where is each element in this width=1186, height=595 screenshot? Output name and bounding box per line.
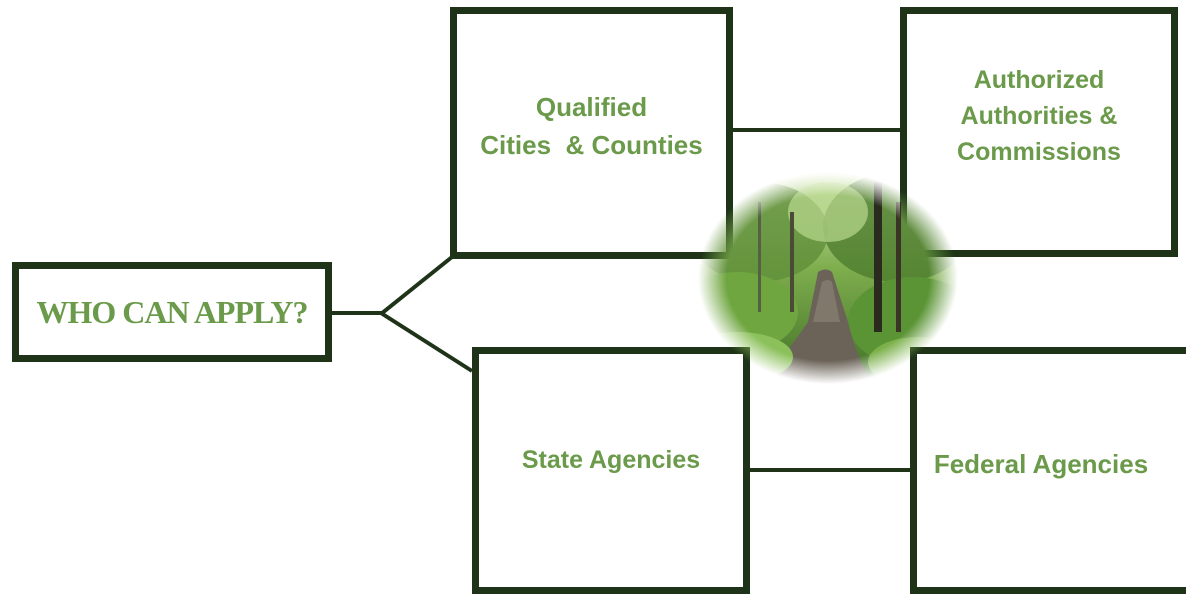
authorized-line-3: Commissions — [957, 138, 1121, 167]
connector-root-to-state — [379, 311, 474, 373]
authorized-line-2: Authorities & — [960, 101, 1118, 130]
state-agencies-line-1: State Agencies — [521, 446, 701, 475]
who-can-apply-label: WHO CAN APPLY? — [36, 294, 308, 330]
federal-agencies-line-1: Federal Agencies — [933, 448, 1149, 479]
authorized-authorities-label: Authorized Authorities & Commissions — [957, 62, 1121, 171]
authorized-line-1: Authorized — [973, 65, 1105, 94]
who-can-apply-box: WHO CAN APPLY? — [12, 262, 332, 362]
federal-agencies-label: Federal Agencies — [934, 446, 1148, 484]
forest-path-image — [698, 172, 958, 384]
cities-counties-line-1: Qualified — [535, 92, 648, 123]
state-agencies-box: State Agencies — [472, 347, 750, 594]
state-agencies-label: State Agencies — [522, 442, 700, 478]
connector-root-to-cities — [379, 255, 454, 316]
cities-counties-line-2: Cities & Counties — [480, 130, 703, 160]
authorized-authorities-box: Authorized Authorities & Commissions — [900, 7, 1178, 257]
federal-agencies-box: Federal Agencies — [910, 347, 1186, 594]
cities-counties-label: Qualified Cities & Counties — [480, 89, 702, 164]
cities-counties-box: Qualified Cities & Counties — [450, 7, 733, 259]
